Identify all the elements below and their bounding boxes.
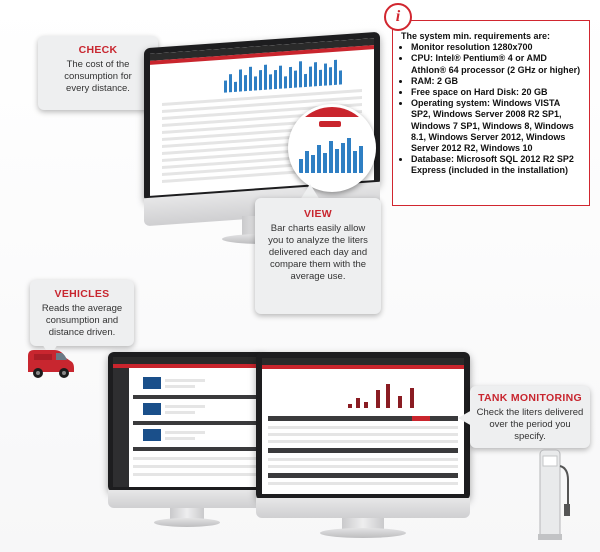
bottom-right-monitor-screen: [262, 358, 464, 494]
vehicles-text: Reads the average consumption and distan…: [41, 303, 123, 338]
bottom-left-monitor-frame: [108, 352, 266, 492]
tank-chart: [342, 380, 432, 408]
bottom-left-monitor-screen: [113, 357, 261, 487]
requirements-list: Monitor resolution 1280x700 CPU: Intel® …: [401, 42, 581, 176]
red-van-image: [28, 350, 74, 378]
vehicles-callout: VEHICLES Reads the average consumption a…: [30, 280, 134, 346]
check-callout: CHECK The cost of the consumption for ev…: [38, 36, 158, 110]
tank-text: Check the liters delivered over the peri…: [476, 407, 584, 442]
bottom-right-monitor: [256, 352, 470, 542]
chart-magnifier: [288, 104, 376, 192]
bottom-right-monitor-frame: [256, 352, 470, 500]
bottom-left-monitor-chin: [108, 490, 266, 508]
vehicles-title: VEHICLES: [54, 288, 110, 300]
tank-callout: TANK MONITORING Check the liters deliver…: [470, 386, 590, 448]
requirements-heading: The system min. requirements are:: [401, 31, 551, 41]
bottom-left-monitor-base: [154, 518, 220, 527]
check-title: CHECK: [78, 44, 118, 56]
top-chart: [220, 54, 370, 93]
bottom-right-monitor-base: [320, 528, 406, 538]
view-title: VIEW: [303, 208, 333, 220]
tank-title: TANK MONITORING: [478, 392, 582, 404]
info-icon: i: [384, 3, 412, 31]
view-text: Bar charts easily allow you to analyze t…: [268, 223, 368, 282]
check-text: The cost of the consumption for every di…: [64, 59, 132, 94]
bottom-left-monitor: [108, 352, 266, 532]
requirement-item: CPU: Intel® Pentium® 4 or AMD Athlon® 64…: [411, 53, 581, 75]
requirement-item: RAM: 2 GB: [411, 76, 581, 87]
requirement-item: Operating system: Windows VISTA SP2, Win…: [411, 98, 581, 154]
bottom-right-monitor-chin: [256, 498, 470, 518]
requirement-item: Free space on Hard Disk: 20 GB: [411, 87, 581, 98]
view-callout-tail: [300, 184, 320, 200]
view-callout: VIEW Bar charts easily allow you to anal…: [255, 198, 381, 314]
tank-callout-tail: [458, 410, 472, 426]
fuel-dispenser-image: [538, 449, 570, 540]
requirement-item: Monitor resolution 1280x700: [411, 42, 581, 53]
requirements-box: The system min. requirements are: Monito…: [392, 20, 590, 206]
requirement-item: Database: Microsoft SQL 2012 R2 SP2 Expr…: [411, 154, 581, 176]
